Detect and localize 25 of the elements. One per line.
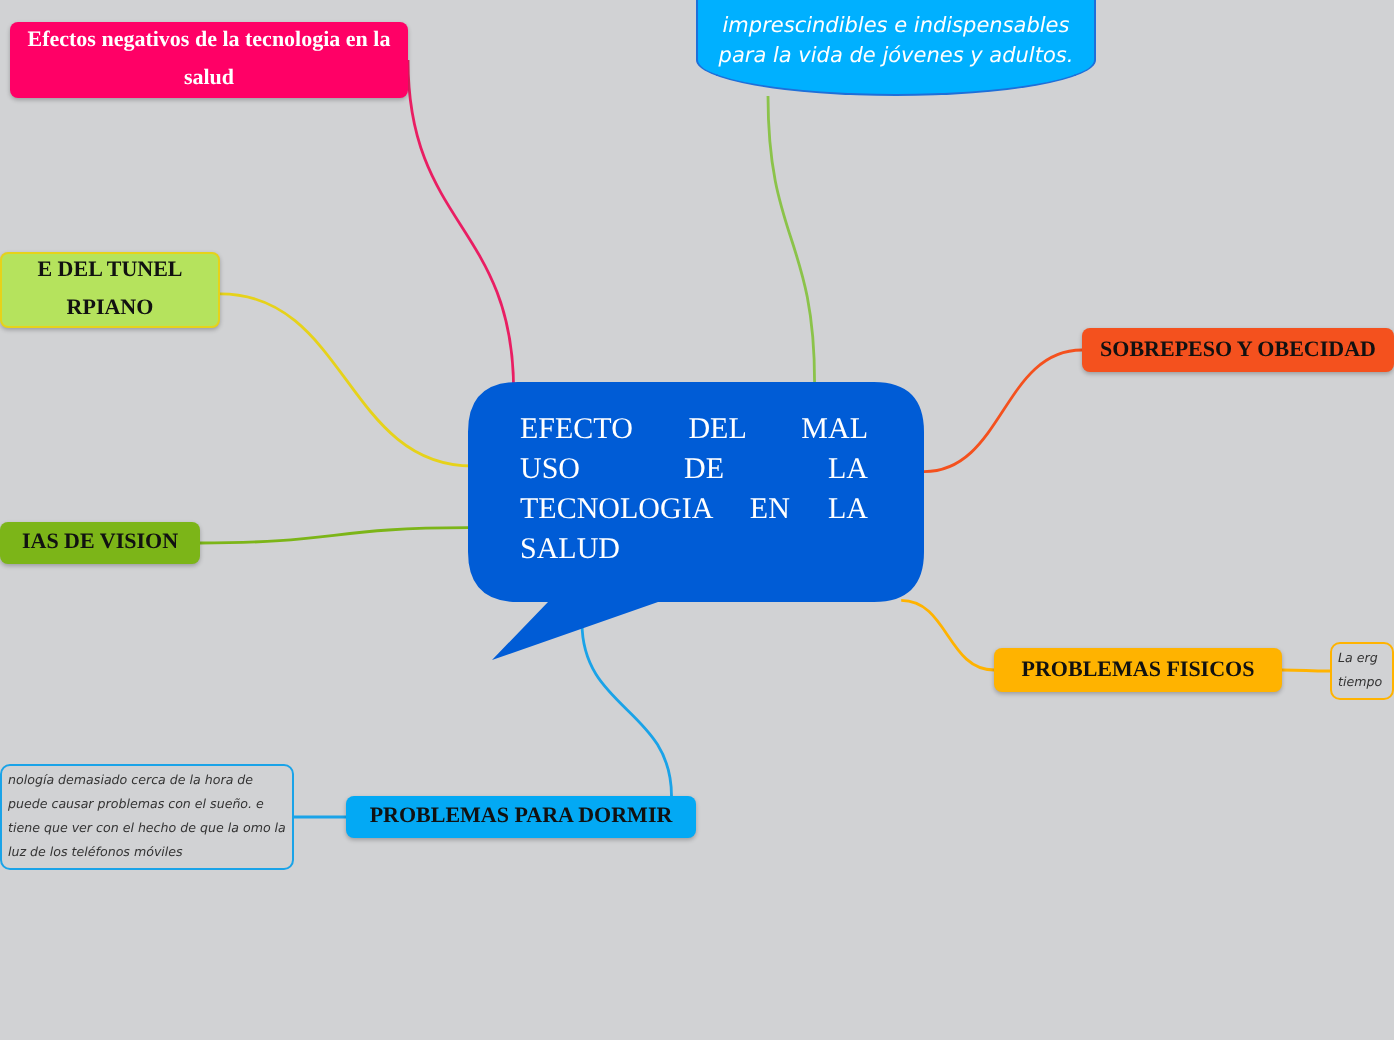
topic-box	[0, 522, 200, 564]
topic-box	[346, 796, 696, 838]
topic-box	[994, 648, 1282, 692]
topic-box	[1082, 328, 1394, 372]
connector-line	[1282, 668, 1330, 673]
topic-label: IAS DE VISION	[19, 528, 181, 558]
topic-box	[10, 22, 408, 98]
central-topic-text: EFECTO DEL MAL USO DE LA TECNOLOGIA EN LA SALUD	[520, 412, 868, 570]
callout-shape	[696, 0, 1096, 96]
connector-line	[219, 292, 473, 468]
topic-label: E DEL TUNEL RPIANO	[35, 256, 185, 324]
speech-bubble	[468, 382, 924, 662]
connector-line	[766, 95, 816, 383]
connector-line	[580, 622, 673, 797]
connector-line	[200, 526, 468, 545]
topic-box	[0, 252, 220, 328]
topic-label: PROBLEMAS FISICOS	[1019, 655, 1257, 685]
topic-label: SOBREPESO Y OBECIDAD	[1098, 335, 1378, 365]
connector-line	[294, 815, 346, 819]
callout-text: imprescindibles e indispensables para la vida de jóvenes y adultos.	[716, 11, 1076, 71]
connector-line	[923, 348, 1083, 473]
connector-line	[901, 599, 995, 672]
topic-label: Efectos negativos de la tecnologia en la salud	[25, 26, 393, 94]
topic-label: PROBLEMAS PARA DORMIR	[367, 802, 675, 832]
note-box	[1330, 642, 1394, 700]
